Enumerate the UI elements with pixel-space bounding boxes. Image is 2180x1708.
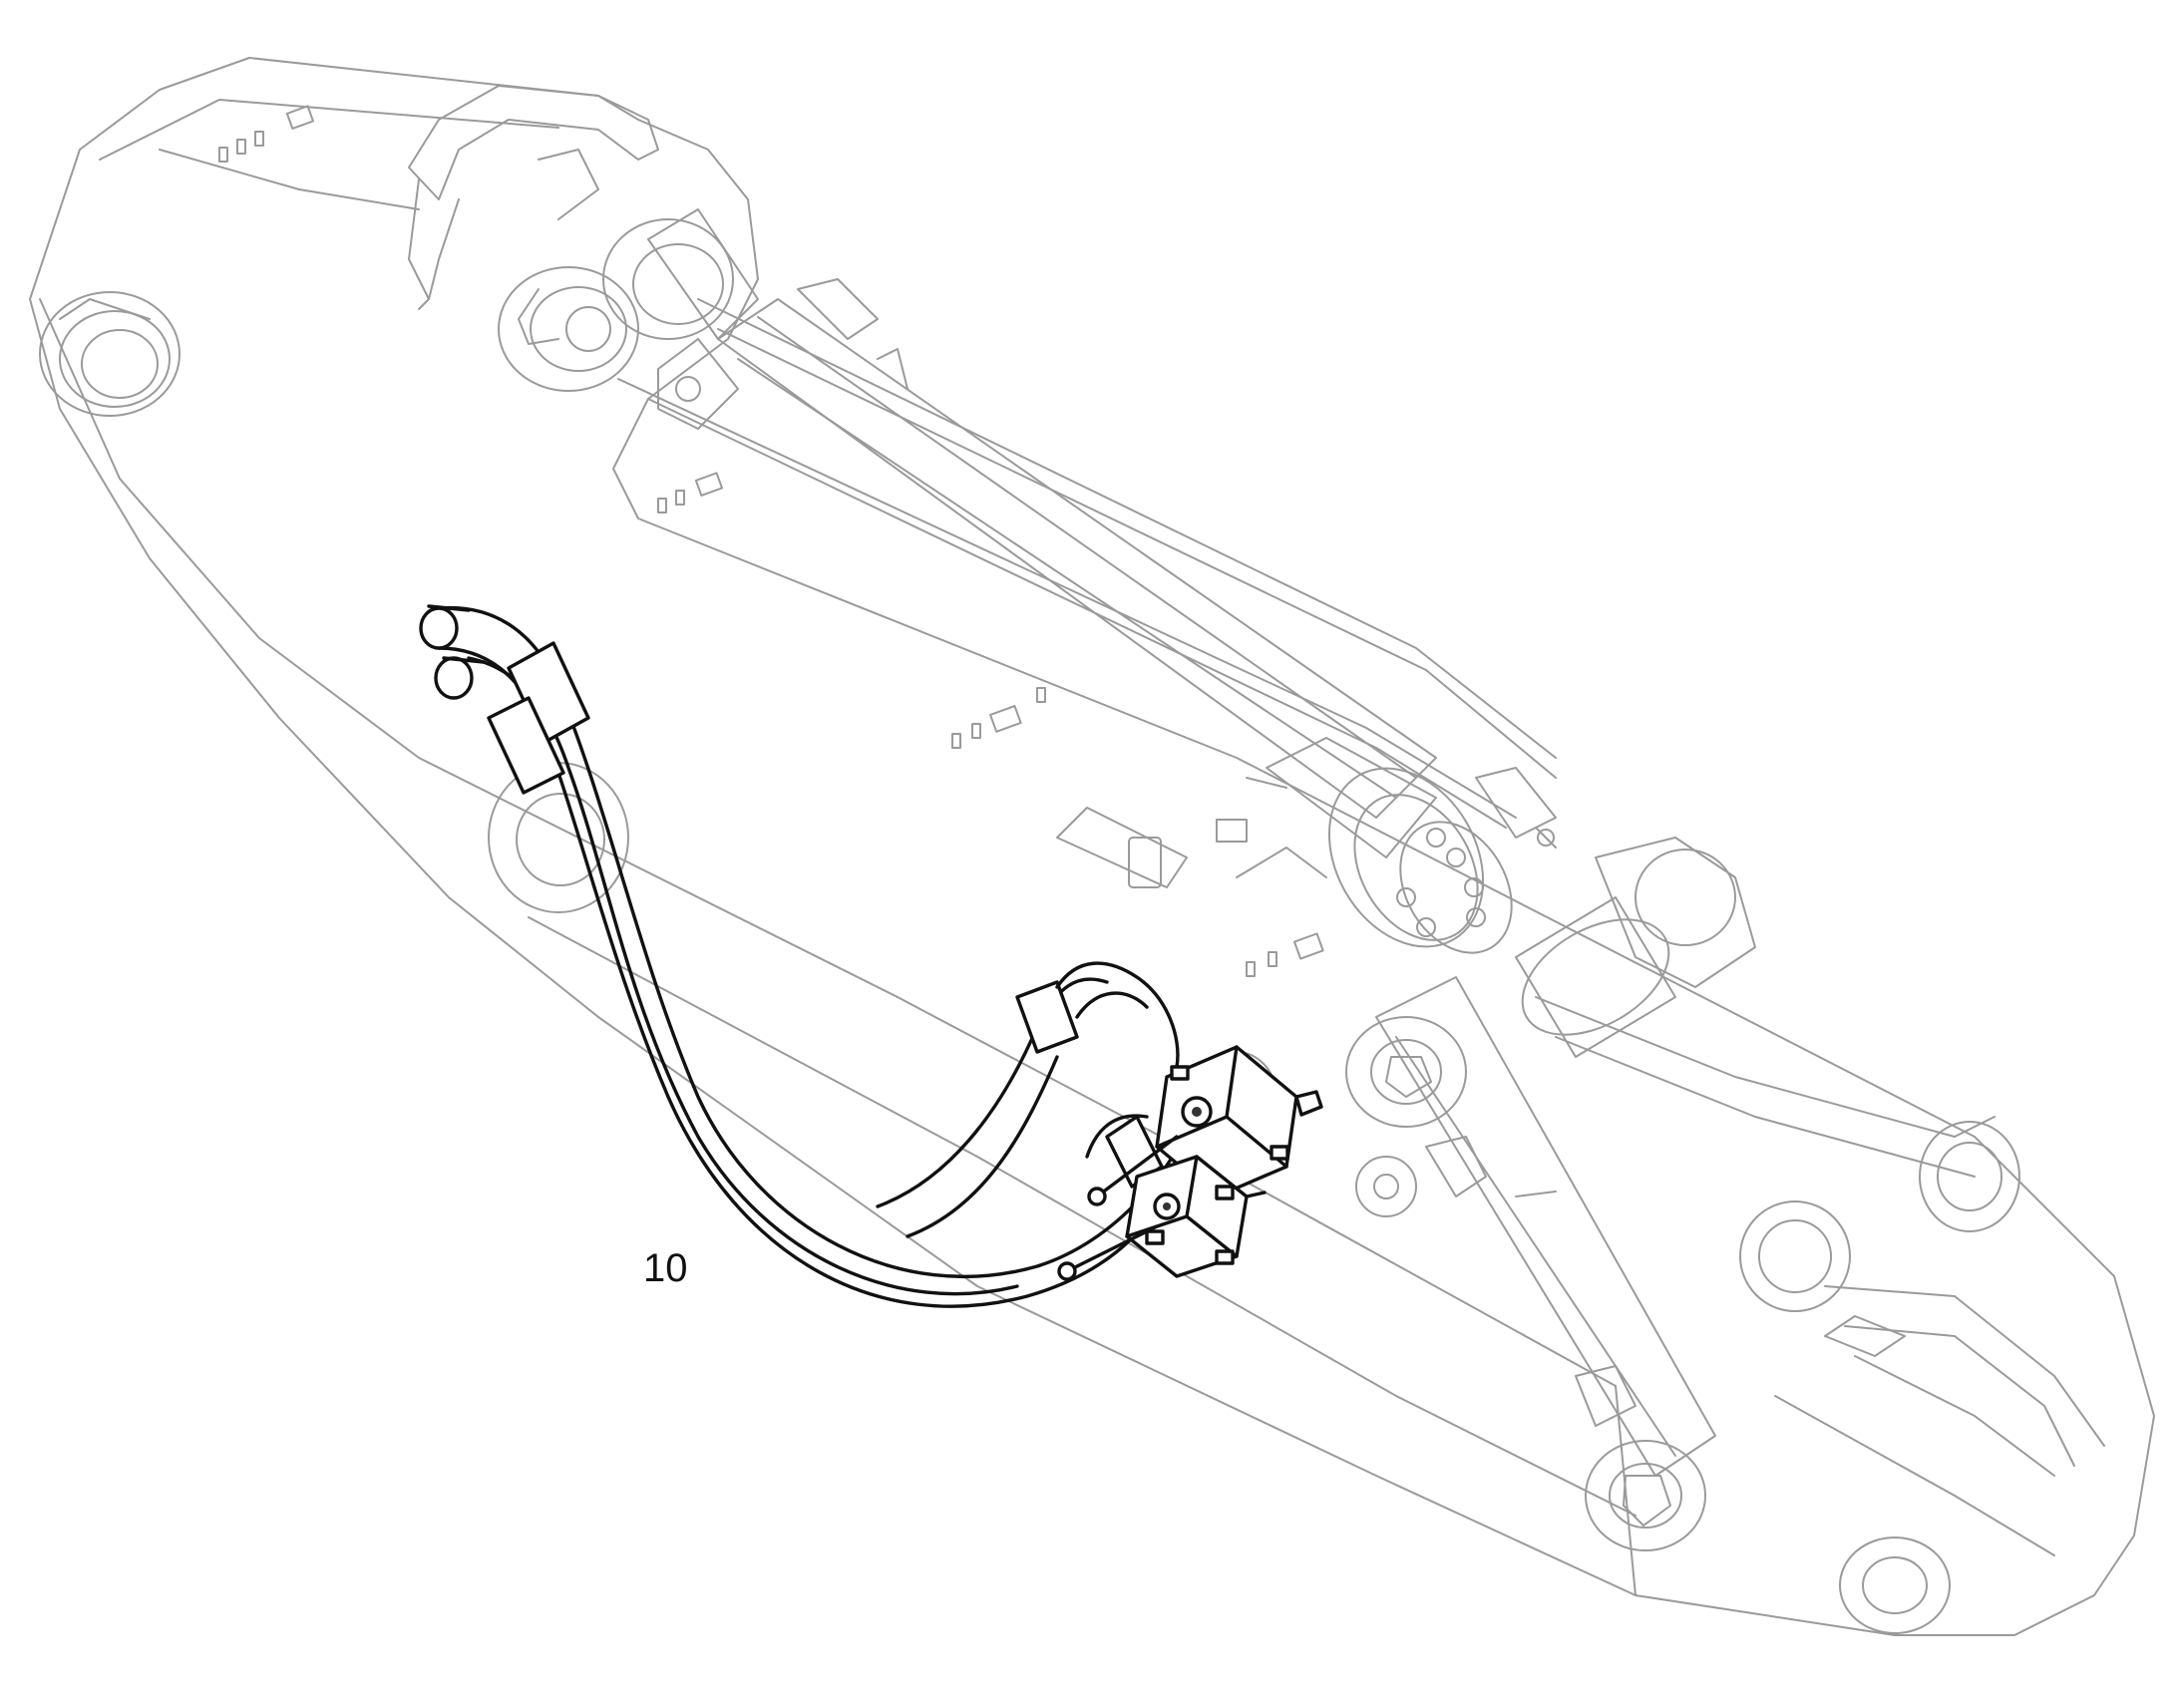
boom-foot-pivot — [39, 291, 181, 417]
boom-cylinder — [647, 208, 1557, 954]
top-cradle-bracket — [408, 85, 734, 392]
hose-assembly — [419, 604, 1323, 1308]
arm-pivot-linkage — [1345, 837, 2105, 1634]
callout-label-10: 10 — [643, 1246, 688, 1290]
side-boss — [488, 762, 1277, 1143]
boom-body — [29, 57, 2155, 1636]
